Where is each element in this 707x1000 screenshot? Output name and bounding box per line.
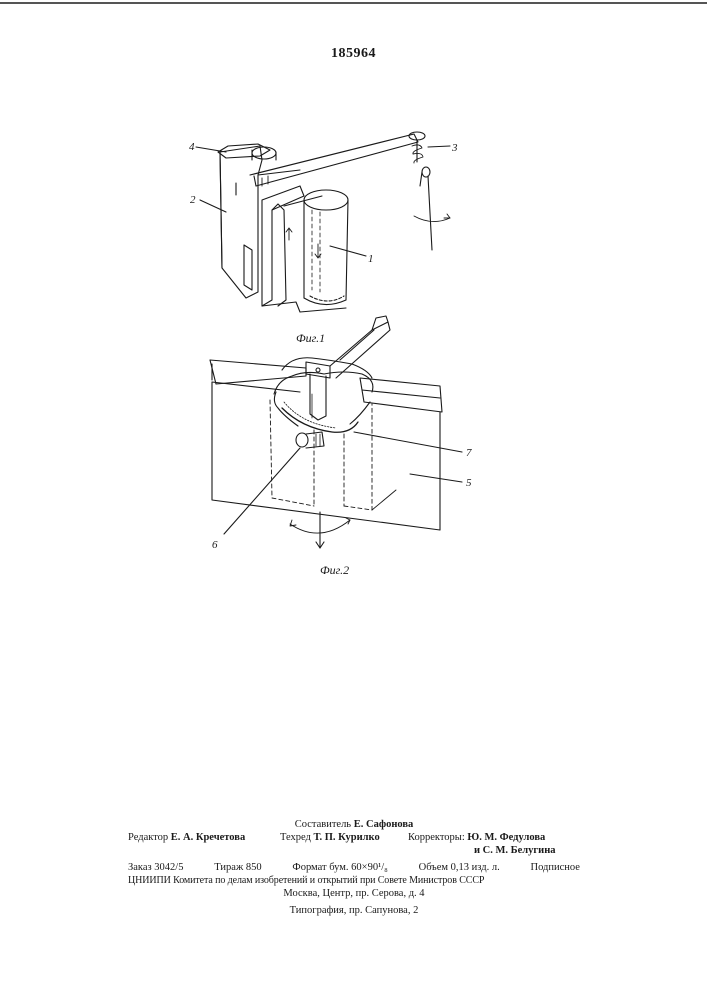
printer-line: Типография, пр. Сапунова, 2: [128, 904, 580, 917]
paper-format: Формат бум. 60×90¹/₈: [292, 861, 387, 874]
compiler-line: Составитель Е. Сафонова: [128, 818, 580, 831]
order-line: Заказ 3042/5 Тираж 850 Формат бум. 60×90…: [128, 861, 580, 874]
editor-line: Редактор Е. А. Кречетова Техред Т. П. Ку…: [128, 831, 580, 844]
patent-drawings: 4 2 3 1 Фиг.1: [0, 0, 707, 620]
compiler-role: Составитель: [295, 819, 351, 830]
techred-role: Техред: [280, 832, 311, 843]
volume: Объем 0,13 изд. л.: [419, 861, 500, 874]
subscription-note: Подписное: [531, 861, 580, 874]
imprint-block: Составитель Е. Сафонова Редактор Е. А. К…: [128, 818, 580, 917]
figure-1-label-3: 3: [451, 142, 458, 154]
address-line: Москва, Центр, пр. Серова, д. 4: [128, 887, 580, 900]
figure-2-label-5: 5: [466, 477, 472, 489]
figure-2-label-6: 6: [212, 539, 218, 551]
figure-1-label-1: 1: [368, 253, 374, 265]
figure-1-caption: Фиг.1: [296, 331, 325, 345]
figure-2-caption: Фиг.2: [320, 563, 349, 577]
correctors-role: Корректоры:: [408, 832, 465, 843]
corrector-name-2: и С. М. Белугина: [474, 844, 556, 857]
print-run: Тираж 850: [214, 861, 261, 874]
figure-1-drawing: [196, 132, 450, 312]
figure-1-label-2: 2: [190, 194, 196, 206]
editor-role: Редактор: [128, 832, 168, 843]
order-number: Заказ 3042/5: [128, 861, 183, 874]
figure-1-label-4: 4: [189, 141, 195, 153]
compiler-name: Е. Сафонова: [354, 819, 414, 830]
institute-line: ЦНИИПИ Комитета по делам изобретений и о…: [128, 874, 580, 887]
figure-2-drawing: [210, 316, 462, 548]
techred-name: Т. П. Курилко: [314, 832, 380, 843]
editor-name: Е. А. Кречетова: [171, 832, 245, 843]
corrector-second-line: и С. М. Белугина: [128, 844, 580, 857]
figure-2-label-7: 7: [466, 447, 472, 459]
corrector-name-1: Ю. М. Федулова: [467, 832, 545, 843]
